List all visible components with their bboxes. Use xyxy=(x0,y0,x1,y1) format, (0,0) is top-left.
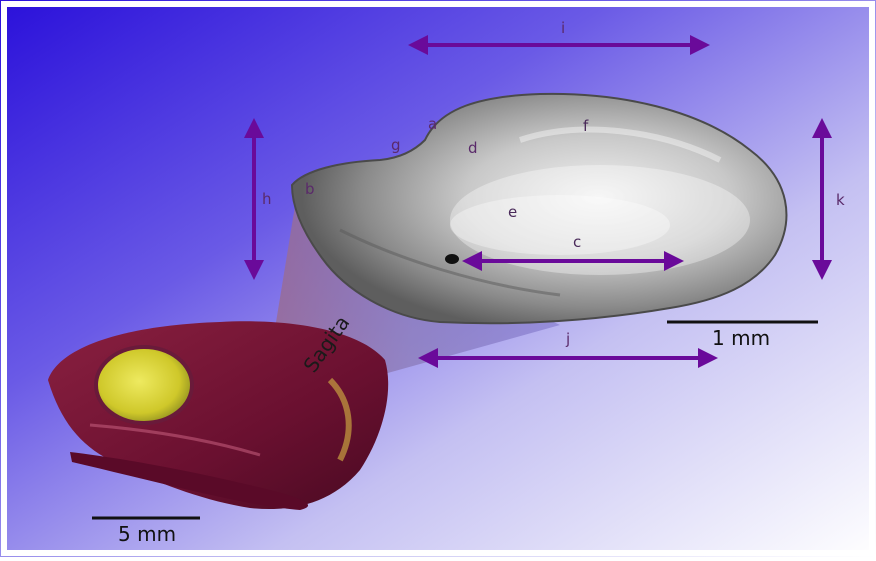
otolith-focus-dot xyxy=(445,254,459,264)
label-j: j xyxy=(565,330,570,348)
label-f: f xyxy=(583,117,589,135)
scale-label-head: 5 mm xyxy=(118,522,176,546)
label-h: h xyxy=(262,190,272,208)
label-d: d xyxy=(468,139,478,157)
label-i: i xyxy=(561,19,565,37)
label-g: g xyxy=(391,136,401,154)
scale-label-otolith: 1 mm xyxy=(712,326,770,350)
label-b: b xyxy=(305,180,315,198)
label-a: a xyxy=(428,115,437,133)
label-e: e xyxy=(508,203,517,221)
fish-eye xyxy=(96,347,192,423)
label-k: k xyxy=(836,191,845,209)
label-c: c xyxy=(573,233,581,251)
